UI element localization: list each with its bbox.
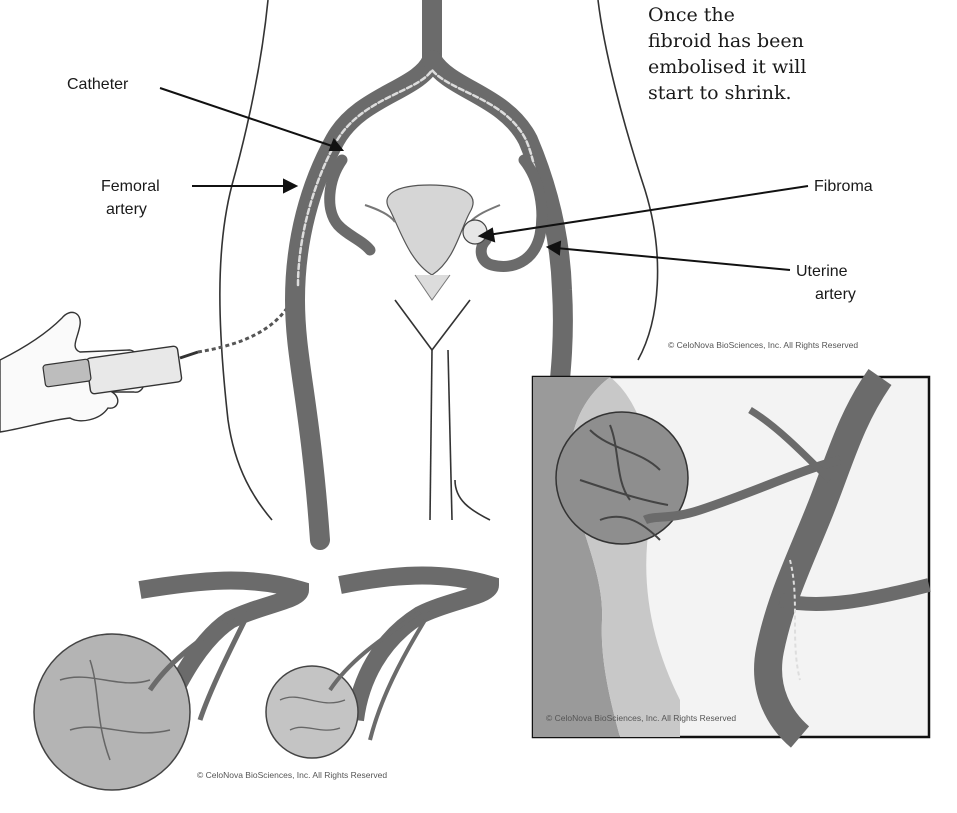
caption-text: Once the fibroid has been embolised it w… <box>648 2 806 106</box>
caption-line: embolised it will <box>648 56 807 78</box>
copyright-top: © CeloNova BioSciences, Inc. All Rights … <box>668 340 859 350</box>
fibroid-small <box>462 219 488 245</box>
fibroid-inset <box>555 411 689 545</box>
label-fibroma: Fibroma <box>814 178 873 195</box>
label-uterine-artery-line2: artery <box>815 286 856 303</box>
label-pointers <box>159 87 809 271</box>
label-femoral-artery-line1: Femoral <box>101 178 160 195</box>
caption-line: Once the <box>648 4 735 26</box>
copyright-inset: © CeloNova BioSciences, Inc. All Rights … <box>546 713 737 723</box>
copyright-bottom: © CeloNova BioSciences, Inc. All Rights … <box>197 770 388 780</box>
fibroid-before <box>33 571 310 791</box>
label-catheter: Catheter <box>67 76 129 93</box>
label-uterine-artery-line1: Uterine <box>796 263 848 280</box>
inset-panel <box>531 368 931 748</box>
syringe-illustration <box>42 345 199 395</box>
body-outline <box>219 0 659 521</box>
label-femoral-artery-line2: artery <box>106 201 147 218</box>
arterial-tree <box>284 0 573 550</box>
uterus-illustration <box>364 184 501 301</box>
catheter-tube <box>197 284 300 354</box>
caption-line: start to shrink. <box>648 82 792 104</box>
fibroid-after <box>265 566 500 759</box>
caption-line: fibroid has been <box>648 30 804 52</box>
